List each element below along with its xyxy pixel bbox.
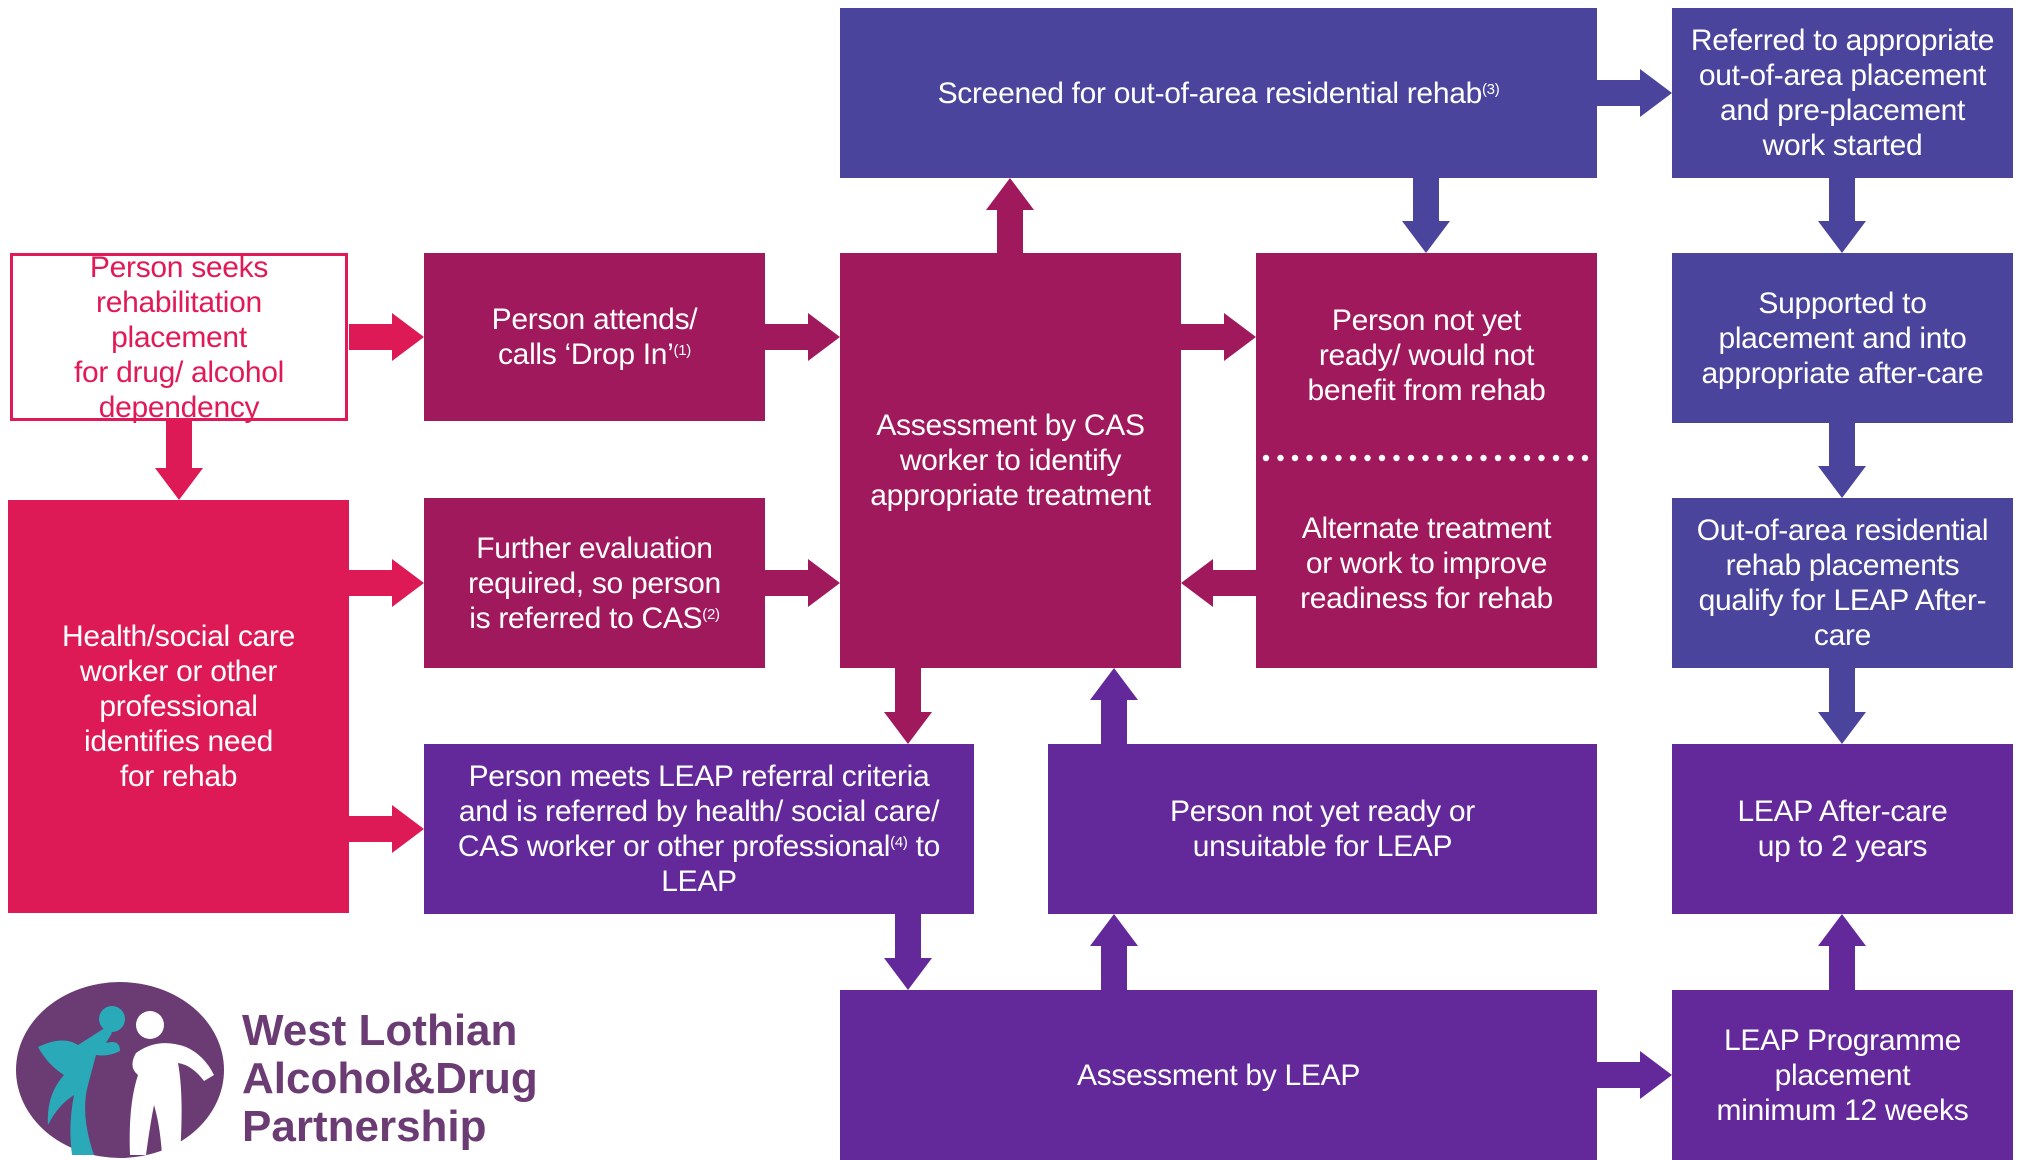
box-cas-assessment: Assessment by CAS worker to identify app… bbox=[840, 253, 1181, 668]
box-supported-text: Supported to placement and into appropri… bbox=[1701, 286, 1984, 390]
arrow-programme-to-aftercare bbox=[1818, 914, 1866, 990]
box-leap-criteria: Person meets LEAP referral criteria and … bbox=[424, 744, 974, 914]
arrow-assessment-to-notreadyleap bbox=[1090, 914, 1138, 990]
arrow-assessment-to-programme bbox=[1597, 1051, 1672, 1099]
arrow-cas-to-screened bbox=[986, 178, 1034, 253]
arrow-supported-to-qualify bbox=[1818, 423, 1866, 498]
box-referred-out-of-area-text: Referred to appropriate out-of-area plac… bbox=[1690, 24, 1995, 162]
arrow-referred-to-supported bbox=[1818, 178, 1866, 253]
box-not-ready-rehab: Person not yet ready/ would not benefit … bbox=[1256, 253, 1597, 458]
box-not-ready-leap: Person not yet ready or unsuitable for L… bbox=[1048, 744, 1597, 914]
west-lothian-adp-logo: West Lothian Alcohol&Drug Partnership bbox=[16, 982, 538, 1158]
box-leap-aftercare: LEAP After-care up to 2 years bbox=[1672, 744, 2013, 914]
box-drop-in-text: Person attends/ calls ‘Drop In’ bbox=[491, 303, 698, 371]
arrow-dropin-to-cas bbox=[765, 313, 840, 361]
arrow-qualify-to-aftercare bbox=[1818, 668, 1866, 744]
logo-text-line3: Partnership bbox=[242, 1102, 487, 1151]
box-qualify-aftercare-text: Out-of-area residential rehab placements… bbox=[1696, 514, 1989, 652]
box-screened-text: Screened for out-of-area residential reh… bbox=[937, 76, 1483, 110]
logo-text-line1: West Lothian bbox=[242, 1006, 517, 1055]
arrow-health-to-further bbox=[349, 559, 424, 607]
box-supported: Supported to placement and into appropri… bbox=[1672, 253, 2013, 423]
arrow-further-to-cas bbox=[765, 559, 840, 607]
box-person-seeks-text: Person seeks rehabilitation placement fo… bbox=[73, 250, 285, 424]
box-alternate-treatment-text: Alternate treatment or work to improve r… bbox=[1300, 511, 1553, 615]
box-leap-programme-text: LEAP Programme placement minimum 12 week… bbox=[1716, 1023, 1969, 1127]
box-qualify-aftercare: Out-of-area residential rehab placements… bbox=[1672, 498, 2013, 668]
box-cas-assessment-text: Assessment by CAS worker to identify app… bbox=[870, 409, 1151, 512]
box-leap-criteria-text-end: to LEAP bbox=[661, 830, 941, 898]
box-alternate-treatment: Alternate treatment or work to improve r… bbox=[1256, 458, 1597, 668]
footnote-marker-2: (2) bbox=[702, 605, 720, 623]
box-further-evaluation-text: Further evaluation required, so person i… bbox=[468, 531, 721, 635]
arrow-cas-to-leap-criteria bbox=[884, 668, 932, 744]
footnote-marker-1: (1) bbox=[673, 342, 692, 359]
arrow-seeks-to-health bbox=[155, 421, 203, 500]
box-screened: Screened for out-of-area residential reh… bbox=[840, 8, 1597, 178]
box-health-worker-text: Health/social care worker or other profe… bbox=[61, 620, 296, 793]
arrow-screened-to-referred bbox=[1597, 69, 1672, 117]
arrow-alternate-to-cas bbox=[1181, 559, 1256, 607]
arrow-seeks-to-dropin bbox=[349, 313, 424, 361]
arrow-screened-to-notready bbox=[1402, 178, 1450, 253]
logo-text-line2: Alcohol&Drug bbox=[242, 1054, 538, 1103]
box-health-worker: Health/social care worker or other profe… bbox=[8, 500, 349, 913]
box-leap-assessment: Assessment by LEAP bbox=[840, 990, 1597, 1160]
box-not-ready-leap-text: Person not yet ready or unsuitable for L… bbox=[1170, 795, 1475, 863]
box-not-ready-rehab-text: Person not yet ready/ would not benefit … bbox=[1307, 304, 1546, 407]
arrow-notreadyleap-to-cas bbox=[1090, 668, 1138, 744]
footnote-marker-4: (4) bbox=[890, 834, 908, 851]
box-referred-out-of-area: Referred to appropriate out-of-area plac… bbox=[1672, 8, 2013, 178]
arrow-health-to-leap-criteria bbox=[349, 805, 424, 853]
box-leap-aftercare-text: LEAP After-care up to 2 years bbox=[1737, 795, 1948, 863]
box-leap-programme: LEAP Programme placement minimum 12 week… bbox=[1672, 990, 2013, 1160]
box-leap-assessment-text: Assessment by LEAP bbox=[1076, 1058, 1361, 1092]
footnote-marker-3: (3) bbox=[1481, 80, 1500, 98]
box-leap-criteria-text: Person meets LEAP referral criteria and … bbox=[457, 760, 940, 863]
arrow-leapcriteria-to-assessment bbox=[884, 914, 932, 990]
box-drop-in: Person attends/ calls ‘Drop In’(1) bbox=[424, 253, 765, 421]
box-person-seeks: Person seeks rehabilitation placement fo… bbox=[10, 251, 348, 424]
arrow-cas-to-notready bbox=[1181, 313, 1256, 361]
box-further-evaluation: Further evaluation required, so person i… bbox=[424, 498, 765, 668]
